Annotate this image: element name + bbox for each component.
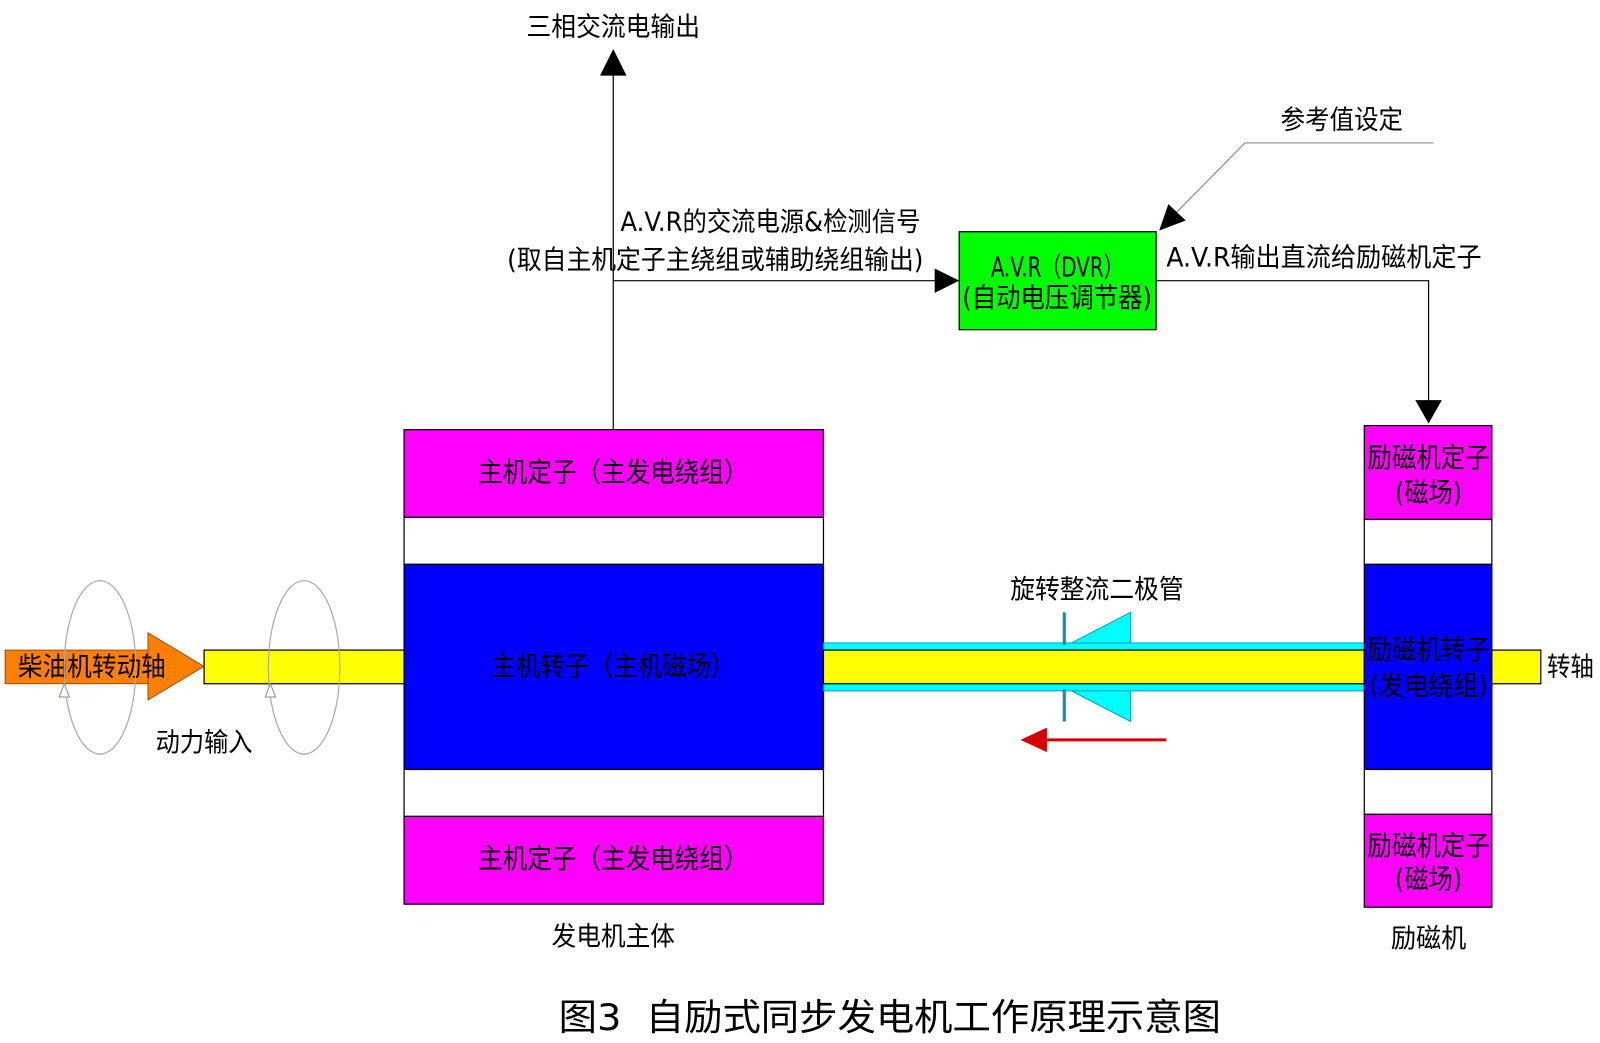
output-arrow-icon [600,49,627,76]
rotation-arrow-right-icon [264,682,277,698]
avr-box-label-line1: A.V.R（DVR） [991,251,1124,283]
reference-setting: 参考值设定 [1159,105,1434,231]
three-phase-output-label: 三相交流电输出 [527,12,700,43]
exciter-stator-top-label-line2: (磁场) [1395,477,1462,509]
avr-output: A.V.R输出直流给励磁机定子 [1156,243,1482,424]
engine-shaft: 柴油机转动轴 动力输入 [4,580,405,758]
avr-feed-arrow-icon [934,268,960,293]
avr-feed: A.V.R的交流电源&检测信号 (取自主机定子主绕组或辅助绕组输出) [507,207,960,293]
shaft-end-label: 转轴 [1547,652,1594,683]
exciter-stator-top-label-line1: 励磁机定子 [1367,442,1489,474]
generator-body-label: 发电机主体 [552,921,675,952]
main-generator: 主机定子（主发电绕组） 主机转子（主机磁场） 主机定子（主发电绕组） 发电机主体 [403,429,825,952]
exciter-stator-bottom-label-line2: (磁场) [1395,864,1462,896]
main-air-gap-bottom [403,768,825,818]
figure-caption: 图3 自励式同步发电机工作原理示意图 [559,996,1221,1039]
main-stator-bottom-label: 主机定子（主发电绕组） [478,843,748,875]
diode-bottom-icon [1071,690,1132,723]
exciter-rotor-label-line1: 励磁机转子 [1367,634,1489,666]
reference-setting-label: 参考值设定 [1281,105,1403,136]
exciter-rotor [1363,563,1493,771]
main-shaft [822,649,1365,685]
main-rotor [403,563,825,771]
exciter-label: 励磁机 [1391,923,1467,954]
exciter-air-gap-top [1363,518,1493,565]
avr-box-label-line2: (自动电压调节器) [962,282,1152,314]
exciter-stator-bottom [1363,813,1493,908]
main-stator-bottom [403,815,825,905]
engine-shaft-arrow-icon [147,632,205,701]
reference-arrow-icon [1159,204,1186,231]
rotation-orbit-left [63,580,137,755]
avr-output-arrow-icon [1415,400,1442,424]
rotor-shaft: 旋转整流二极管 [822,574,1365,753]
main-rotor-label: 主机转子（主机磁场） [491,650,735,682]
avr-feed-label-line2: (取自主机定子主绕组或辅助绕组输出) [507,245,923,276]
exciter-rotor-label-line2: (发电绕组) [1369,670,1487,702]
diode-top-icon [1071,611,1132,644]
rotating-rectifier-label: 旋转整流二极管 [1010,574,1183,605]
avr-output-line [1156,280,1430,402]
main-air-gap-top [403,516,825,565]
direction-arrow-icon [1020,727,1047,753]
engine-shaft-label: 柴油机转动轴 [18,652,166,683]
three-phase-output: 三相交流电输出 [527,12,700,430]
avr-output-label: A.V.R输出直流给励磁机定子 [1166,243,1481,274]
input-shaft [203,649,405,685]
main-stator-top [403,429,825,519]
shaft-end: 转轴 [1491,649,1594,685]
exciter-stator-bottom-label-line1: 励磁机定子 [1367,830,1489,862]
avr-box: A.V.R（DVR） (自动电压调节器) [958,231,1157,331]
shaft-end-stub [1491,649,1542,685]
exciter-air-gap-bottom [1363,768,1493,815]
power-input-label: 动力输入 [156,727,253,758]
rotation-orbit-right [267,580,341,755]
reference-line [1176,142,1434,213]
rotation-arrow-left-icon [58,682,71,698]
exciter: 励磁机定子 (磁场) 励磁机转子 (发电绕组) 励磁机定子 (磁场) 励磁机 [1363,424,1493,954]
main-stator-top-label: 主机定子（主发电绕组） [478,457,748,489]
avr-box-rect [958,231,1157,331]
exciter-stator-top [1363,424,1493,521]
avr-feed-label-line1: A.V.R的交流电源&检测信号 [620,207,920,238]
